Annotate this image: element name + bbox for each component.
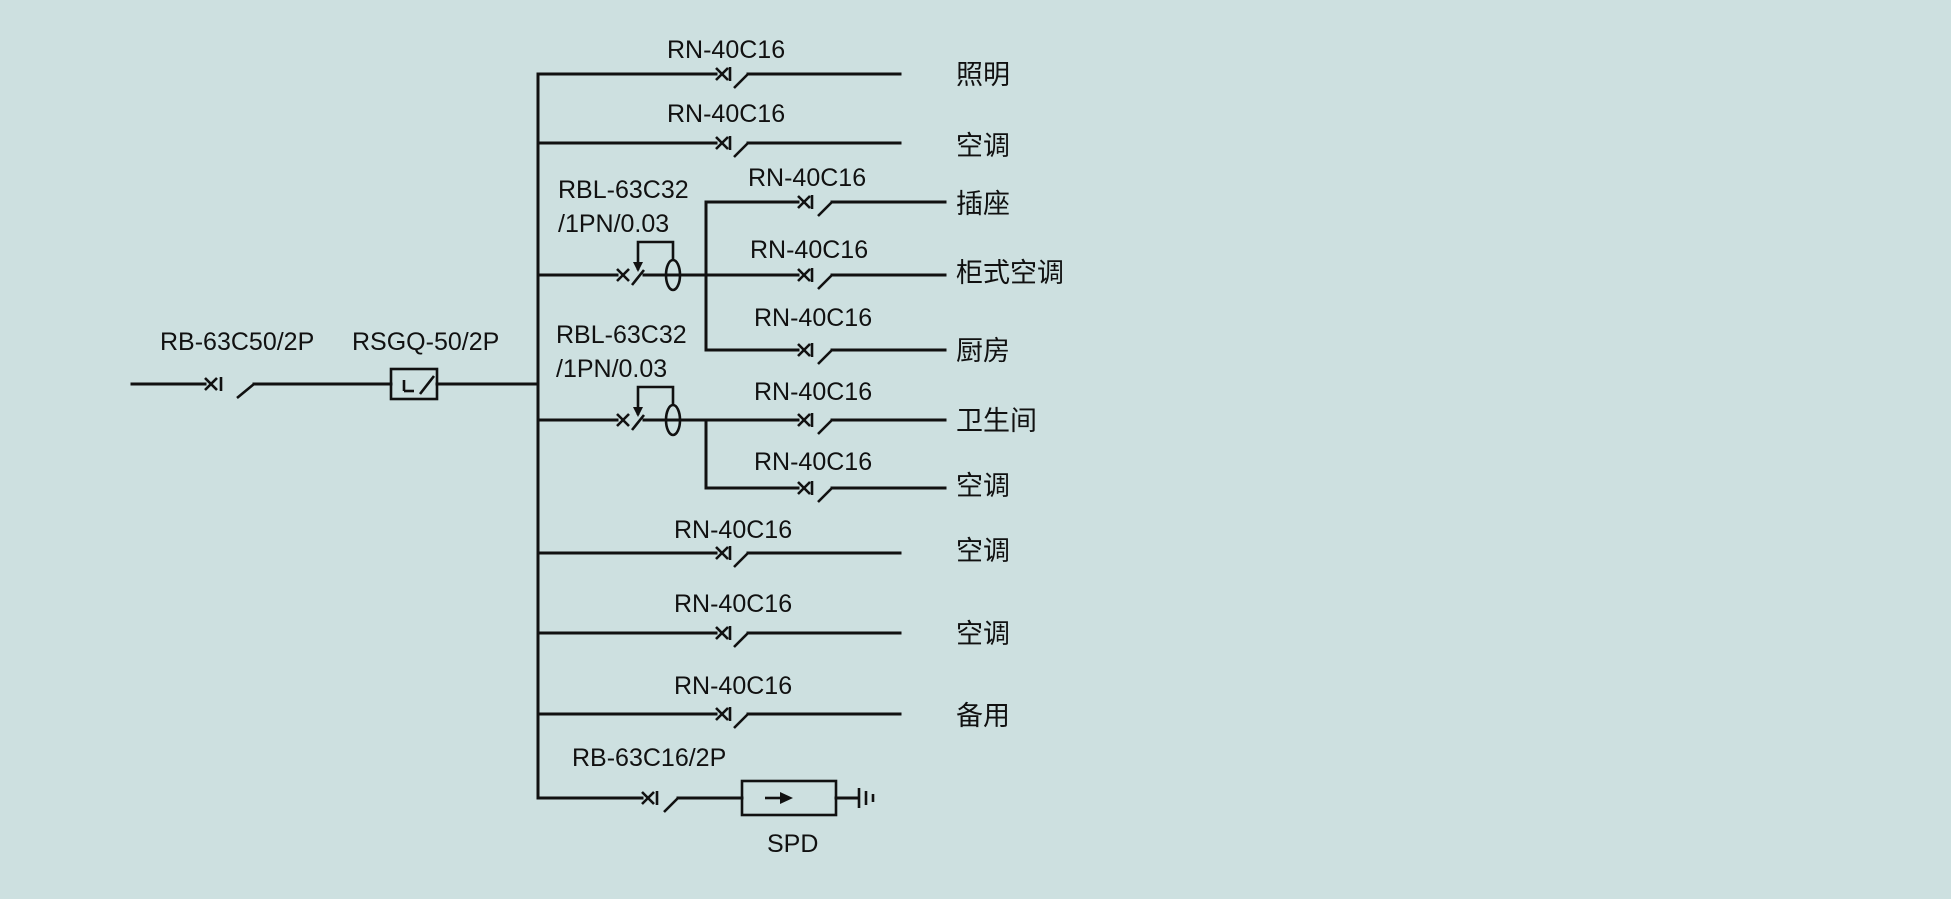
circuit-10: RN-40C16 备用 [536,672,1010,732]
incoming-feeder: RB-63C50/2P RSGQ-50/2P [130,328,540,401]
rcd-group-2: RBL-63C32 /1PN/0.03 [536,321,800,490]
spd-label: SPD [767,830,818,858]
circuit-3: RN-40C16 插座 [704,164,1010,220]
spd-branch: RB-63C16/2P SPD [536,744,875,858]
load-label: 空调 [956,131,1010,162]
spd-breaker-label: RB-63C16/2P [572,744,726,772]
circuit-2: RN-40C16 空调 [536,100,1010,162]
load-label: 空调 [956,536,1010,567]
load-label: 空调 [956,619,1010,650]
load-label: 卫生间 [956,406,1037,437]
circuit-6: RN-40C16 卫生间 [754,378,1037,437]
breaker-label: RN-40C16 [667,100,785,128]
circuit-4: RN-40C16 柜式空调 [750,236,1064,290]
breaker-label: RN-40C16 [748,164,866,192]
isolator-symbol [389,367,439,401]
load-label: 柜式空调 [956,258,1064,289]
rcd-label-line1: RBL-63C32 [558,176,689,204]
load-label: 照明 [956,60,1010,91]
load-label: 备用 [956,701,1010,732]
rcd-group-1: RBL-63C32 /1PN/0.03 [536,176,800,352]
main-breaker-label: RB-63C50/2P [160,328,314,356]
load-label: 厨房 [956,336,1010,367]
rcd-label-line1: RBL-63C32 [556,321,687,349]
breaker-label: RN-40C16 [674,516,792,544]
circuit-8: RN-40C16 空调 [536,516,1010,568]
breaker-label: RN-40C16 [674,672,792,700]
breaker-label: RN-40C16 [674,590,792,618]
isolator-label: RSGQ-50/2P [352,328,499,356]
breaker-label: RN-40C16 [754,378,872,406]
load-label: 插座 [956,189,1010,220]
circuit-1: RN-40C16 照明 [536,36,1010,91]
load-label: 空调 [956,471,1010,502]
circuit-9: RN-40C16 空调 [536,590,1010,650]
rcd-label-line2: /1PN/0.03 [556,355,667,383]
breaker-label: RN-40C16 [750,236,868,264]
circuit-5: RN-40C16 厨房 [704,304,1010,367]
breaker-label: RN-40C16 [754,304,872,332]
circuit-7: RN-40C16 空调 [704,448,1010,503]
breaker-label: RN-40C16 [754,448,872,476]
breaker-label: RN-40C16 [667,36,785,64]
rcd-label-line2: /1PN/0.03 [558,210,669,238]
